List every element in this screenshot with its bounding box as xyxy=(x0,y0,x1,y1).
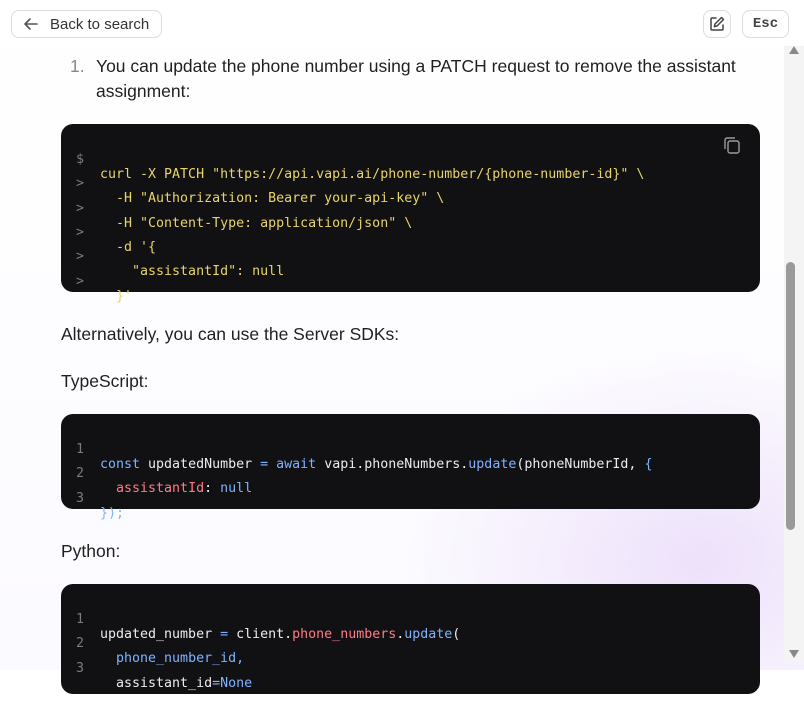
typescript-label: TypeScript: xyxy=(61,371,149,391)
code-text: }); xyxy=(100,506,125,521)
code-line: 1 updated_number = client.phone_numbers.… xyxy=(61,597,460,642)
back-to-search-button[interactable]: Back to search xyxy=(11,10,163,38)
continuation-symbol: > xyxy=(76,225,85,240)
scrollbar-thumb[interactable] xyxy=(786,262,795,530)
python-label: Python: xyxy=(61,541,121,561)
code-text: assistant_id=None xyxy=(100,676,253,691)
alternative-text: Alternatively, you can use the Server SD… xyxy=(61,324,400,344)
code-line: > -H "Authorization: Bearer your-api-key… xyxy=(61,161,444,206)
step-item: 1. You can update the phone number using… xyxy=(70,54,750,104)
typescript-code-block: 1 const updatedNumber = await vapi.phone… xyxy=(61,414,760,521)
scroll-up-icon[interactable] xyxy=(789,46,799,54)
copy-icon[interactable] xyxy=(722,135,742,155)
code-text: const updatedNumber = await vapi.phoneNu… xyxy=(100,457,653,472)
code-line: 3 }); xyxy=(61,476,124,521)
code-line: 1 const updatedNumber = await vapi.phone… xyxy=(61,427,652,472)
code-text: -H "Content-Type: application/json" \ xyxy=(100,216,413,231)
continuation-symbol: > xyxy=(76,176,85,191)
prompt-symbol: $ xyxy=(76,152,85,167)
code-line: 2 phone_number_id, xyxy=(61,621,244,666)
code-text: -d '{ xyxy=(100,240,157,255)
arrow-left-icon xyxy=(24,18,38,30)
code-line: 3 assistant_id=None xyxy=(61,646,252,691)
line-number: 3 xyxy=(76,491,85,506)
code-text: phone_number_id, xyxy=(116,651,245,666)
code-text: assistantId: null xyxy=(116,481,253,496)
step-text: You can update the phone number using a … xyxy=(96,56,736,101)
code-line: > }' xyxy=(61,259,132,304)
code-text: -H "Authorization: Bearer your-api-key" … xyxy=(100,191,445,206)
code-line: > -H "Content-Type: application/json" \ xyxy=(61,186,412,231)
code-text: "assistantId": null xyxy=(100,264,285,279)
code-text: }' xyxy=(100,289,133,304)
line-number: 1 xyxy=(76,612,85,627)
code-line: $ curl -X PATCH "https://api.vapi.ai/pho… xyxy=(61,137,644,182)
line-number: 1 xyxy=(76,442,85,457)
code-text: curl -X PATCH "https://api.vapi.ai/phone… xyxy=(100,167,645,182)
continuation-symbol: > xyxy=(76,201,85,216)
line-number: 2 xyxy=(76,466,85,481)
code-line: 2 assistantId: null xyxy=(61,451,252,496)
line-number: 3 xyxy=(76,661,85,676)
code-line: > -d '{ xyxy=(61,210,156,255)
python-code-block: 1 updated_number = client.phone_numbers.… xyxy=(61,584,760,694)
edit-icon xyxy=(710,16,725,31)
line-number: 2 xyxy=(76,636,85,651)
back-to-search-label: Back to search xyxy=(50,15,150,33)
scroll-down-icon[interactable] xyxy=(789,650,799,658)
curl-code-block: $ curl -X PATCH "https://api.vapi.ai/pho… xyxy=(61,124,760,304)
code-text: updated_number = client.phone_numbers.up… xyxy=(100,627,461,642)
top-bar: Back to search Esc xyxy=(0,0,789,48)
edit-button[interactable] xyxy=(703,10,731,38)
esc-button[interactable]: Esc xyxy=(742,10,789,38)
continuation-symbol: > xyxy=(76,274,85,289)
code-line: > "assistantId": null xyxy=(61,234,284,279)
step-number: 1. xyxy=(70,56,85,76)
continuation-symbol: > xyxy=(76,249,85,264)
